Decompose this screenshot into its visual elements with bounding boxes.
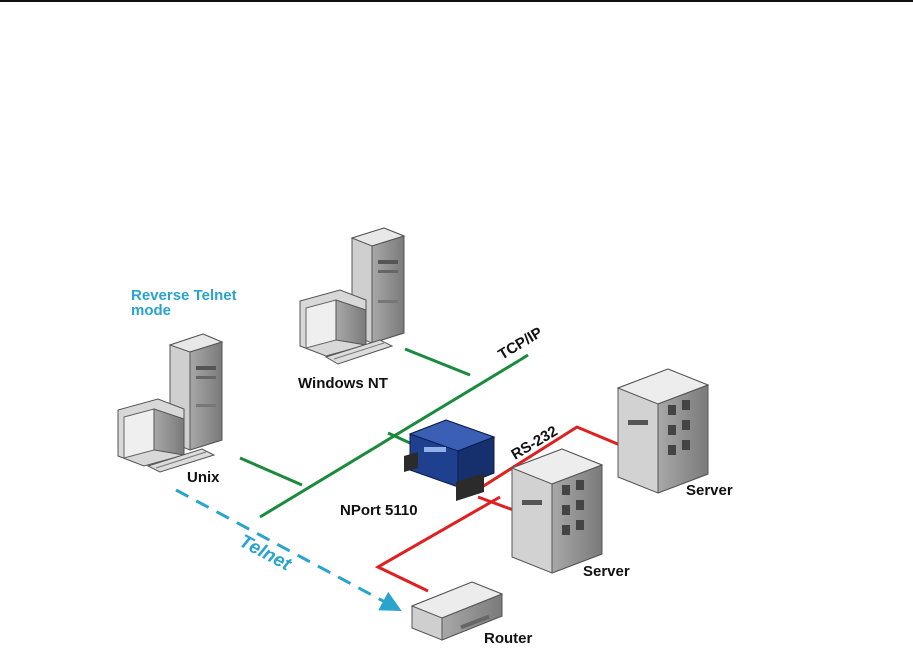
label-nport: NPort 5110 [340, 502, 418, 519]
nport-5110-device[interactable] [404, 419, 496, 501]
ethernet-backbone-end [519, 353, 529, 362]
label-tcpip: TCP/IP [495, 324, 545, 363]
ethernet-nport-drop [387, 431, 411, 445]
serial-to-router [374, 495, 501, 593]
label-unix: Unix [187, 469, 220, 486]
serial-to-server-center [477, 495, 517, 513]
label-server-center: Server [583, 563, 630, 580]
ethernet-windows-drop [404, 347, 471, 377]
ethernet-backbone [259, 358, 521, 519]
label-mode-line2: mode [131, 302, 171, 319]
label-server-right: Server [686, 482, 733, 499]
label-router: Router [484, 630, 532, 647]
telnet-arrow [175, 488, 402, 611]
unix-computer[interactable] [117, 333, 224, 473]
server-right[interactable] [616, 368, 710, 494]
ethernet-unix-drop [239, 456, 303, 487]
label-windows-nt: Windows NT [298, 375, 388, 392]
ethernet-lines [239, 347, 529, 519]
windows-nt-computer[interactable] [299, 227, 406, 365]
server-center[interactable] [510, 448, 604, 574]
top-rule [0, 0, 913, 2]
router-device[interactable] [410, 581, 504, 641]
label-mode-line1: Reverse Telnet [131, 287, 237, 304]
